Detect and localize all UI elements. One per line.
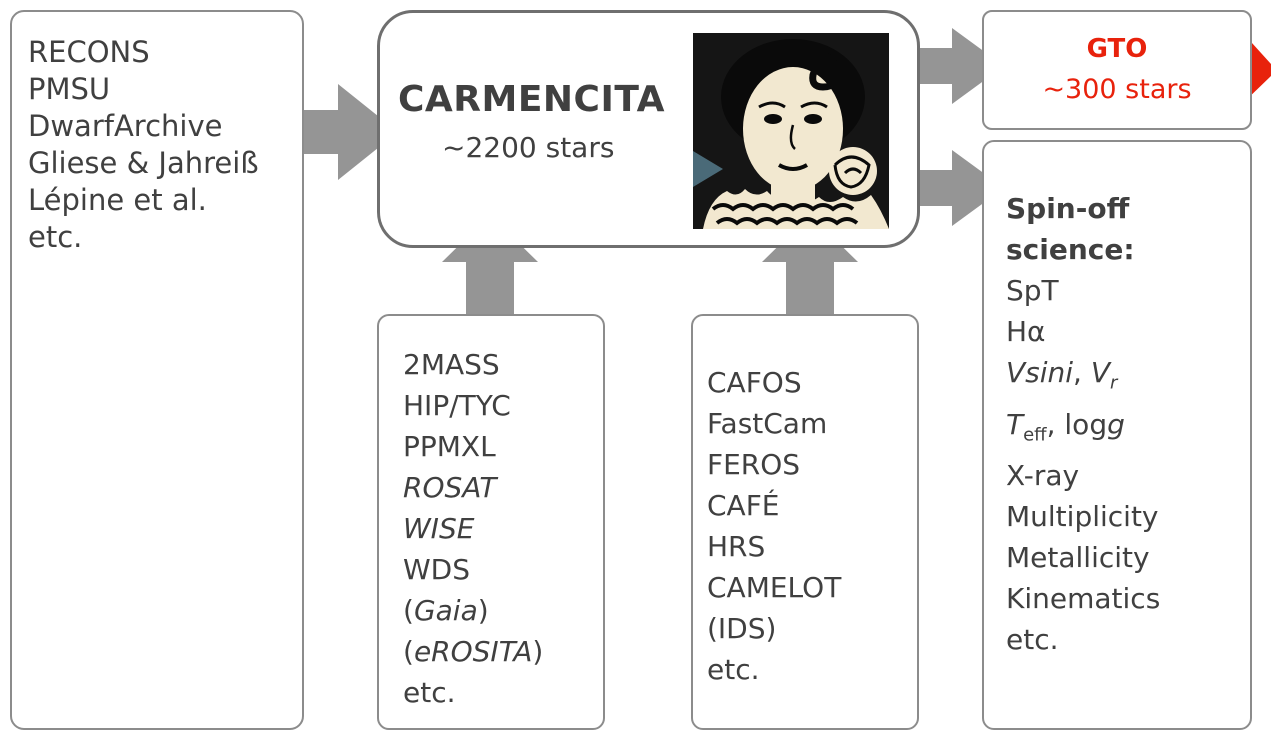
list-item: etc.: [1006, 623, 1059, 657]
sources-list: RECONS PMSU DwarfArchive Gliese & Jahrei…: [28, 34, 259, 256]
arrow-carmencita-to-gto: [896, 28, 1004, 104]
gto-box: GTO ~300 stars: [982, 10, 1252, 130]
list-item: FastCam: [707, 407, 828, 440]
carmencita-portrait-logo: [693, 33, 889, 229]
carmencita-title: CARMENCITA: [398, 79, 665, 120]
list-item: Vsini, Vr: [1006, 356, 1118, 394]
list-item: HIP/TYC: [403, 389, 511, 422]
catalogues-list: 2MASS HIP/TYC PPMXL ROSAT WISE WDS (Gaia…: [403, 344, 543, 713]
instruments-list: CAFOS FastCam FEROS CAFÉ HRS CAMELOT (ID…: [707, 362, 841, 690]
arrow-carmencita-to-spinoff: [896, 150, 1004, 226]
spinoff-list: Spin-off science: SpT Hα Vsini, Vr Teff,…: [1006, 188, 1160, 660]
carmencita-box: CARMENCITA ~2200 stars: [377, 10, 920, 248]
spinoff-box: Spin-off science: SpT Hα Vsini, Vr Teff,…: [982, 140, 1252, 730]
arrow-sources-to-carmencita: [282, 84, 398, 180]
list-item: Hα: [1006, 315, 1046, 348]
gto-title: GTO: [1086, 34, 1148, 64]
instruments-box: CAFOS FastCam FEROS CAFÉ HRS CAMELOT (ID…: [691, 314, 919, 730]
list-item: (eROSITA): [403, 635, 544, 668]
list-item: Metallicity: [1006, 541, 1150, 575]
list-item: Kinematics: [1006, 582, 1161, 616]
list-item: Gliese & Jahreiß: [28, 146, 259, 180]
list-item: CAFÉ: [707, 489, 780, 522]
list-item: etc.: [28, 220, 83, 254]
list-item: Lépine et al.: [28, 183, 207, 217]
list-item: PMSU: [28, 72, 111, 106]
list-item: ROSAT: [403, 471, 497, 504]
list-item: Multiplicity: [1006, 500, 1159, 534]
list-item: SpT: [1006, 274, 1059, 307]
list-item: etc.: [403, 676, 456, 709]
list-item: CAMELOT: [707, 571, 842, 604]
list-item: DwarfArchive: [28, 109, 223, 143]
spinoff-heading-line-1: Spin-off: [1006, 192, 1130, 225]
catalogues-box: 2MASS HIP/TYC PPMXL ROSAT WISE WDS (Gaia…: [377, 314, 605, 730]
list-item: CAFOS: [707, 366, 802, 399]
list-item: PPMXL: [403, 430, 496, 463]
gto-subtitle: ~300 stars: [1042, 74, 1192, 105]
carmencita-subtitle: ~2200 stars: [442, 131, 615, 164]
list-item: FEROS: [707, 448, 801, 481]
list-item: WISE: [403, 512, 475, 545]
sources-box: RECONS PMSU DwarfArchive Gliese & Jahrei…: [10, 10, 304, 730]
list-item: (Gaia): [403, 594, 489, 627]
list-item: HRS: [707, 530, 766, 563]
list-item: (IDS): [707, 612, 777, 645]
list-item: WDS: [403, 553, 471, 586]
list-item: X-ray: [1006, 459, 1080, 493]
list-item: Teff, logg: [1006, 407, 1125, 446]
list-item: RECONS: [28, 35, 150, 69]
list-item: etc.: [707, 653, 760, 686]
spinoff-heading-line-2: science:: [1006, 233, 1135, 266]
list-item: 2MASS: [403, 348, 500, 381]
